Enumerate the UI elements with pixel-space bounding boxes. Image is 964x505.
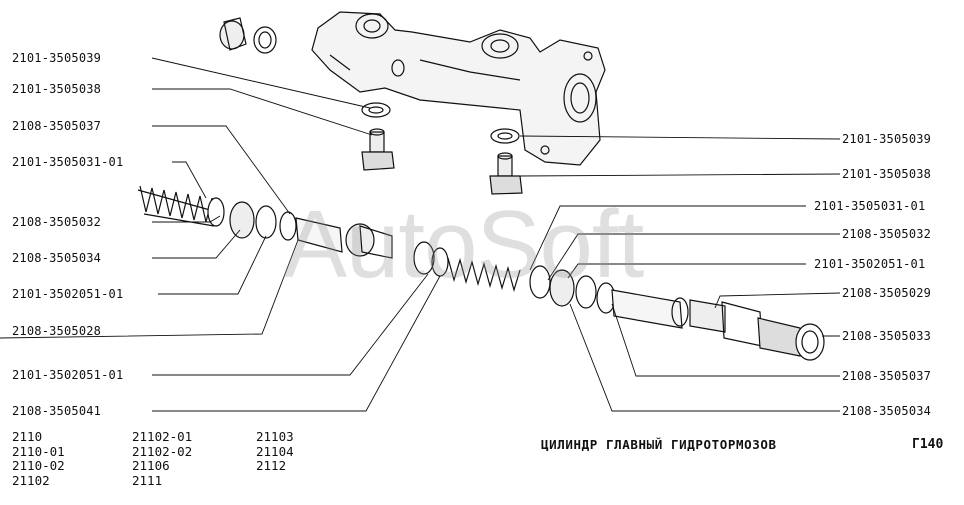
label-right-7: 2108-3505033: [842, 329, 932, 343]
models-col-3: 21103 21104 2112: [256, 429, 294, 474]
bolt-left: [361, 128, 395, 171]
model-code: 21104: [256, 443, 294, 459]
washer-right: [490, 128, 520, 144]
model-code: 2110: [12, 429, 43, 444]
label-right-3: 2101-3505031-01: [814, 199, 926, 213]
model-code: 21102: [12, 472, 50, 488]
label-right-4: 2108-3505032: [842, 227, 932, 241]
leader-lines-left: [0, 57, 441, 412]
models-col-2: 21102-01 21102-02 21106 2111: [132, 429, 193, 488]
label-left-10: 2108-3505041: [12, 404, 102, 418]
bolt-right: [489, 152, 523, 195]
model-code: 2112: [256, 458, 287, 473]
diagram-title: ЦИЛИНДР ГЛАВНЫЙ ГИДРОТОРМОЗОВ: [541, 437, 777, 452]
label-left-9: 2101-3502051-01: [12, 368, 124, 382]
plug-top: [219, 17, 277, 54]
label-left-1: 2101-3505039: [12, 51, 102, 65]
model-code: 2110-01: [12, 443, 65, 459]
label-left-3: 2108-3505037: [12, 119, 102, 133]
label-left-4: 2101-3505031-01: [12, 155, 124, 169]
washer-left: [361, 102, 391, 118]
label-left-5: 2108-3505032: [12, 215, 102, 229]
label-right-2: 2101-3505038: [842, 167, 932, 181]
model-code: 21102-02: [132, 443, 193, 459]
label-left-2: 2101-3505038: [12, 82, 102, 96]
model-code: 2111: [132, 472, 163, 488]
label-left-8: 2108-3505028: [12, 324, 102, 338]
watermark: AutoSoft: [283, 191, 644, 298]
model-code: 2110-02: [12, 458, 65, 473]
model-code: 21106: [132, 458, 170, 473]
label-right-9: 2108-3505034: [842, 404, 932, 418]
piston-assembly: [137, 185, 825, 361]
label-right-1: 2101-3505039: [842, 132, 932, 146]
leader-lines-right: [519, 135, 841, 412]
label-right-8: 2108-3505037: [842, 369, 932, 383]
page-number: Г140: [912, 437, 944, 452]
models-col-1: 2110 2110-01 2110-02 21102: [12, 429, 65, 488]
model-code: 21102-01: [132, 429, 193, 444]
model-code: 21103: [256, 429, 294, 444]
cylinder-body: [311, 11, 606, 166]
label-left-7: 2101-3502051-01: [12, 287, 124, 301]
label-left-6: 2108-3505034: [12, 251, 102, 265]
label-right-6: 2108-3505029: [842, 286, 932, 300]
label-right-5: 2101-3502051-01: [814, 257, 926, 271]
